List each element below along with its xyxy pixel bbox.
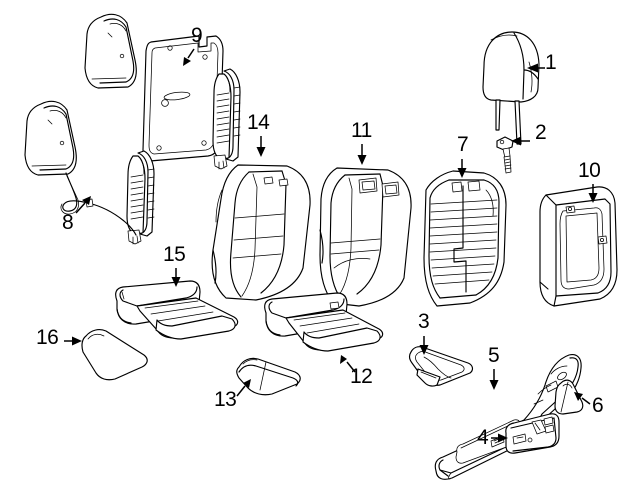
part-headrest-guide-bolt bbox=[496, 136, 514, 174]
leader-lines bbox=[64, 48, 598, 443]
callout-label-11: 11 bbox=[351, 119, 372, 142]
part-recliner-hinge-lower bbox=[126, 150, 155, 245]
part-headrest-assembly bbox=[482, 31, 540, 145]
part-seat-cushion-side-trim bbox=[236, 357, 301, 396]
part-seat-back-rear-trim-frame bbox=[539, 186, 618, 307]
callout-label-4: 4 bbox=[477, 426, 489, 449]
part-side-bolster-lower bbox=[24, 100, 77, 176]
callout-label-5: 5 bbox=[488, 344, 500, 367]
callout-label-2: 2 bbox=[535, 121, 547, 144]
part-recliner-hinge-upper bbox=[212, 68, 241, 170]
callout-label-16: 16 bbox=[36, 326, 59, 349]
part-seat-back-frame bbox=[423, 170, 507, 307]
callout-label-10: 10 bbox=[578, 159, 601, 182]
part-side-trim-end-cap bbox=[554, 379, 584, 415]
part-seat-cushion-cover bbox=[264, 292, 384, 352]
part-seat-cushion-end-cap bbox=[81, 329, 148, 381]
callout-label-15: 15 bbox=[163, 243, 186, 266]
part-seat-wiring-harness bbox=[60, 172, 137, 236]
callout-label-1: 1 bbox=[545, 51, 557, 74]
part-seat-back-rear-panel bbox=[142, 35, 224, 162]
callout-label-13: 13 bbox=[214, 388, 237, 411]
part-seat-memory-switch bbox=[505, 413, 560, 454]
callout-label-8: 8 bbox=[62, 211, 74, 234]
callout-label-3: 3 bbox=[418, 310, 430, 333]
part-side-bolster-upper bbox=[84, 13, 137, 89]
callout-label-12: 12 bbox=[350, 365, 373, 388]
callout-label-14: 14 bbox=[247, 111, 270, 134]
part-seat-track-trim-bezel bbox=[409, 346, 474, 387]
callout-label-7: 7 bbox=[457, 133, 469, 156]
part-seat-cushion-pan bbox=[115, 280, 239, 340]
callout-label-9: 9 bbox=[191, 24, 203, 47]
callout-label-6: 6 bbox=[592, 394, 604, 417]
part-seat-back-cover bbox=[211, 164, 311, 301]
part-seat-back-foam-pad bbox=[319, 167, 412, 307]
